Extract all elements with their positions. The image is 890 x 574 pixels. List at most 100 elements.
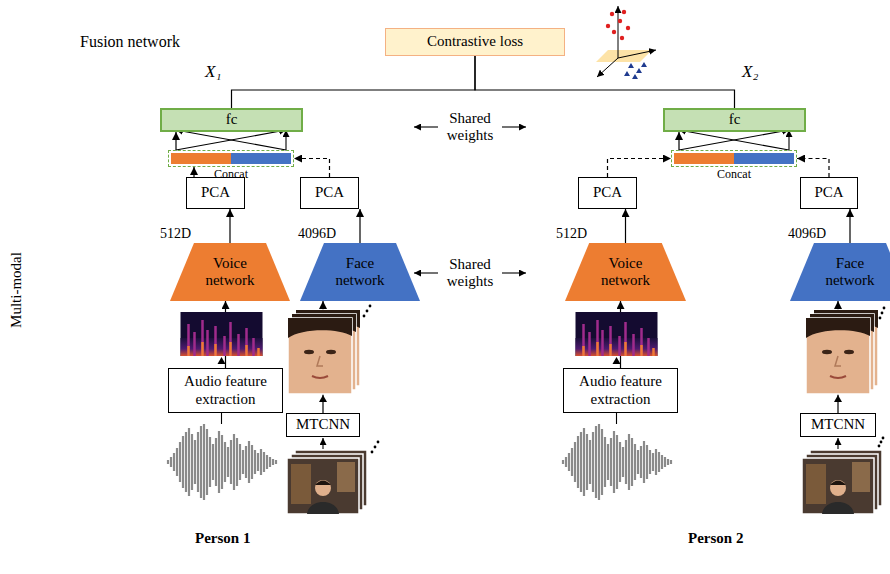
feature-arrow [359,209,360,243]
vector-label: X₂ [742,62,758,82]
pca-box: PCA [300,177,359,209]
embedding-scatter-icon [612,30,616,34]
node-text: PCA [201,184,230,201]
node-text: Face network [814,255,886,290]
node-text: Face network [324,255,396,290]
audio-waveform [168,413,671,500]
node-text: PCA [315,184,344,201]
shared-weights-arrows [414,127,526,273]
face-crops-image [363,315,366,318]
shared-weights-note: Shared weights [444,256,496,291]
concat-bar [168,150,294,167]
network-trapezoid [300,243,420,301]
spectrogram-image [218,357,226,364]
audio-waveform [616,413,617,424]
embedding-scatter-icon [636,68,642,73]
dimension-label: 4096D [298,226,336,242]
concat-input-arrow [608,159,672,178]
embedding-scatter-icon [632,74,638,79]
embedding-scatter-icon [626,26,630,30]
concat-input-arrow [193,167,194,177]
shared-weights-arrows [502,272,526,273]
spectrogram-image [613,357,621,364]
embedding-scatter-icon [610,12,614,16]
embedding-scatter-icon [618,6,619,58]
feature-arrow [849,209,850,243]
node-text: Audio feature extraction [564,373,677,408]
fc-input-arrow [678,132,679,150]
face-crops-image [319,395,327,402]
dimension-label: 4096D [788,226,826,242]
embedding-scatter-icon [596,50,652,62]
embedding-scatter-icon [606,24,610,28]
face-feature-segment [231,153,291,164]
embedding-scatter-icon [622,10,626,14]
audio-waveform [221,413,222,424]
fully-connected-lines [285,130,286,150]
pca-box: PCA [800,177,858,209]
concat-input-arrow [797,159,829,178]
embedding-scatter-icon [618,19,622,23]
embedding-line [232,56,476,108]
face-crops-image [879,317,882,320]
face-network: Face network [300,243,420,301]
node-text: fc [729,111,741,128]
video-frames [802,458,874,514]
node-text: Contrastive loss [427,33,523,50]
voice-network: Voice network [565,243,686,301]
vector-label: X₁ [205,62,221,82]
node-text: PCA [814,184,843,201]
section-title: Fusion network [80,33,180,51]
embedding-scatter-icon [628,63,634,68]
face-crops-image [834,395,842,402]
embedding-scatter-icon [596,6,656,79]
process-box: Audio feature extraction [563,368,678,413]
voice-feature-segment [171,153,231,164]
audio-waveform [168,424,276,500]
fc-input-arrow [175,132,176,150]
process-box: Audio feature extraction [168,368,283,413]
video-frames [377,441,380,444]
video-frames [837,438,838,449]
network-trapezoid [790,243,890,301]
node-text: Voice network [194,255,266,290]
node-text: Concat [717,168,751,182]
node-text: MTCNN [811,416,865,433]
feature-arrow [625,209,626,243]
node-text: Audio feature extraction [169,373,282,408]
person-label: Person 1 [195,530,250,547]
process-box: MTCNN [800,413,876,437]
node-text: fc [226,111,238,128]
face-crops-image [883,307,886,310]
concat-input-arrow [294,159,330,178]
face-crops-image [369,305,372,308]
loss-box: Contrastive loss [385,28,565,56]
concat-block: Concat [671,150,797,182]
network-trapezoid [170,243,290,301]
embedding-scatter-icon [624,71,630,76]
row-label: Multi-modal [8,252,25,328]
pca-box: PCA [578,177,637,209]
shared-weights-note: Shared weights [444,110,496,145]
face-crops-image [806,318,870,394]
embedding-scatter-icon [620,36,624,40]
video-frames [287,437,884,514]
face-crops-image [881,312,884,315]
fully-connected-lines [176,130,286,150]
spectrogram-image [181,312,658,364]
embedding-scatter-icon [641,62,647,67]
person-label: Person 2 [688,530,743,547]
node-text: Voice network [590,255,662,290]
video-frames [880,441,883,444]
fully-connected-lines [679,130,789,150]
spectrogram-image [576,312,658,356]
embedding-line [475,56,735,108]
node-text: MTCNN [296,416,350,433]
node-text: PCA [593,184,622,201]
video-frames [374,446,377,449]
dimension-label: 512D [160,226,191,242]
pca-box: PCA [186,177,245,209]
fully-connected-lines [679,130,789,150]
